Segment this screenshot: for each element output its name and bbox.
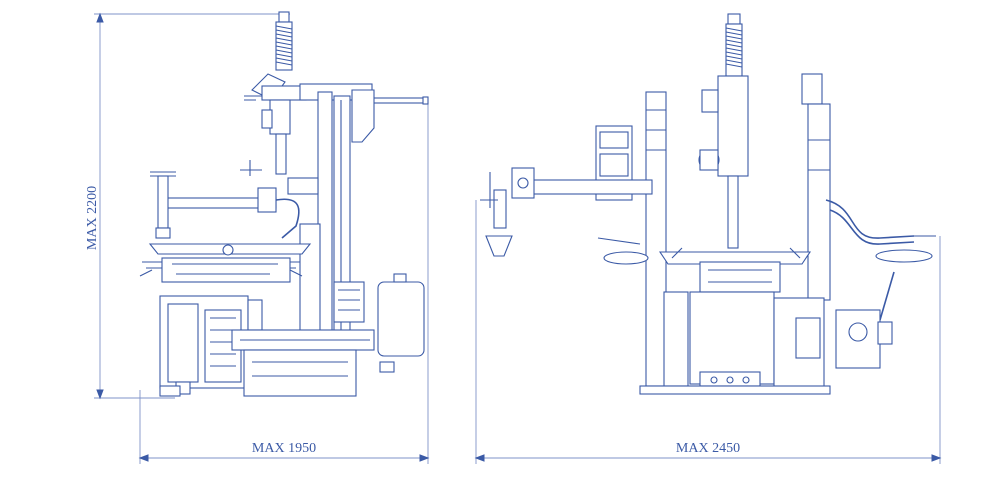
side-valve-cluster (333, 281, 365, 323)
side-head-assembly (244, 73, 307, 175)
front-spring-column (698, 13, 749, 249)
dimension-height: MAX 2200 (85, 12, 290, 400)
front-right-column (801, 73, 936, 369)
front-view-machine (480, 13, 936, 395)
side-view-machine (139, 11, 429, 397)
dimension-width-front: MAX 2450 (474, 200, 942, 464)
side-cabinet (159, 295, 375, 397)
front-left-arm (480, 167, 653, 257)
height-label: MAX 2200 (85, 186, 100, 250)
side-lateral-arm (150, 160, 319, 239)
width-front-label: MAX 2450 (676, 441, 740, 456)
front-turntable (597, 237, 812, 293)
width-side-label: MAX 1950 (252, 441, 316, 456)
dimension-width-side: MAX 1950 (138, 104, 430, 464)
side-turntable (139, 243, 312, 283)
side-spring-column (275, 11, 293, 71)
side-air-tank (377, 273, 425, 373)
front-cabinet (639, 291, 831, 395)
